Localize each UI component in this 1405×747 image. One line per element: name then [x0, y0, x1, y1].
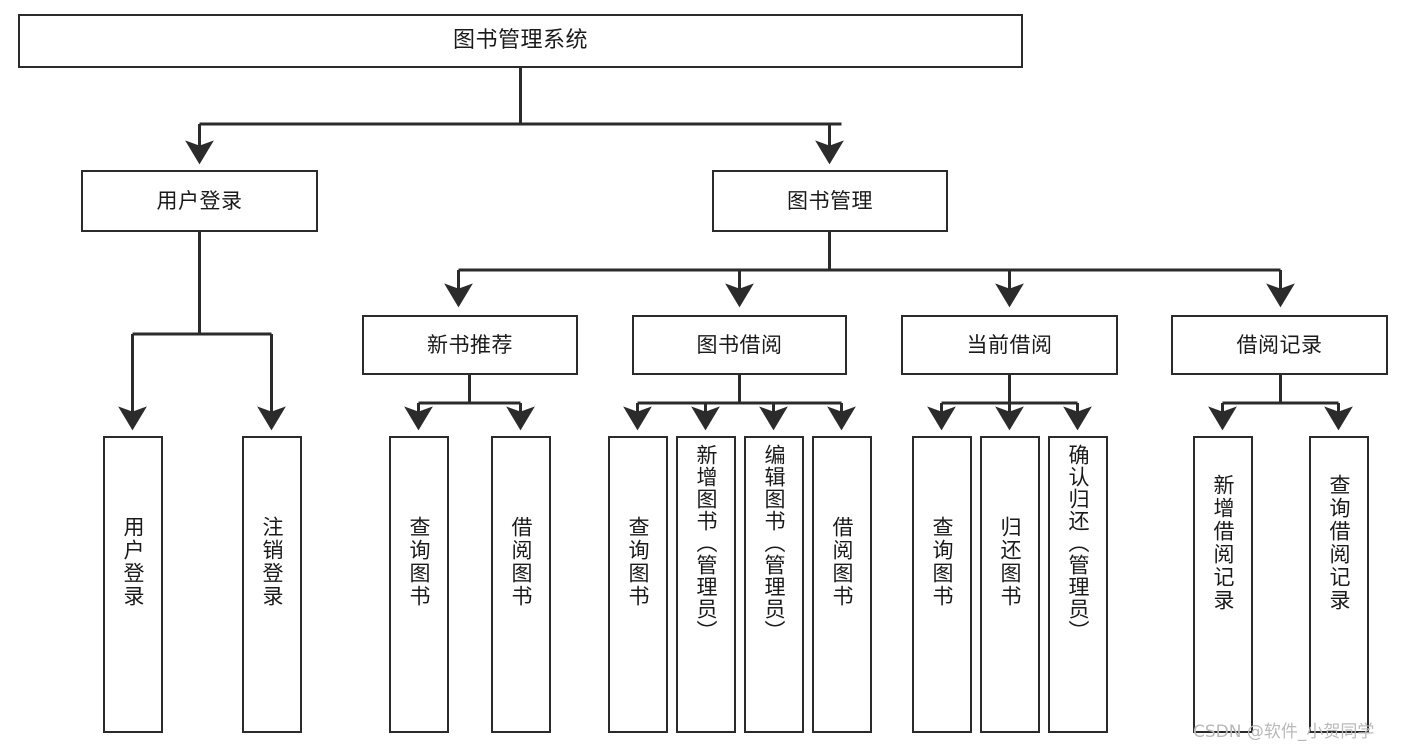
node-label: 查询图书: [407, 516, 432, 608]
leaf-query-book-3[interactable]: 查询图书: [912, 436, 972, 733]
node-label: 确认归还（管理员）: [1066, 444, 1091, 642]
node-label: 图书管理: [787, 188, 873, 213]
leaf-query-record[interactable]: 查询借阅记录: [1309, 436, 1369, 733]
node-user-login[interactable]: 用户登录: [81, 170, 318, 232]
node-label: 新增借阅记录: [1211, 474, 1236, 612]
node-label: 注销登录: [260, 516, 285, 608]
leaf-logout[interactable]: 注销登录: [242, 436, 302, 733]
node-label: 新书推荐: [427, 332, 513, 357]
node-label: 查询借阅记录: [1327, 474, 1352, 612]
node-label: 图书借阅: [696, 332, 783, 357]
node-label: 新增图书（管理员）: [694, 444, 719, 642]
node-label: 借阅记录: [1236, 332, 1323, 357]
node-borrow-record[interactable]: 借阅记录: [1171, 315, 1388, 375]
node-book-borrow[interactable]: 图书借阅: [632, 315, 847, 375]
leaf-borrow-book-1[interactable]: 借阅图书: [491, 436, 551, 733]
node-label: 用户登录: [156, 188, 243, 213]
leaf-edit-book[interactable]: 编辑图书（管理员）: [744, 436, 804, 733]
leaf-confirm-return[interactable]: 确认归还（管理员）: [1048, 436, 1108, 733]
node-new-book-rec[interactable]: 新书推荐: [362, 315, 578, 375]
node-label: 查询图书: [930, 516, 955, 608]
node-current-borrow[interactable]: 当前借阅: [901, 315, 1118, 375]
leaf-query-book-2[interactable]: 查询图书: [608, 436, 668, 733]
leaf-borrow-book-2[interactable]: 借阅图书: [812, 436, 872, 733]
node-label: 归还图书: [998, 516, 1023, 608]
node-label: 借阅图书: [509, 516, 534, 608]
node-label: 借阅图书: [830, 516, 855, 608]
leaf-query-book-1[interactable]: 查询图书: [389, 436, 449, 733]
node-book-manage[interactable]: 图书管理: [712, 170, 948, 232]
node-label: 查询图书: [626, 516, 651, 608]
leaf-return-book[interactable]: 归还图书: [980, 436, 1040, 733]
leaf-user-login[interactable]: 用户登录: [103, 436, 163, 733]
node-label: 编辑图书（管理员）: [762, 444, 787, 642]
leaf-add-book[interactable]: 新增图书（管理员）: [676, 436, 736, 733]
node-label: 当前借阅: [966, 332, 1053, 357]
csdn-watermark: CSDN @软件_小贺同学: [1193, 722, 1375, 742]
leaf-add-record[interactable]: 新增借阅记录: [1193, 436, 1253, 733]
node-label: 用户登录: [121, 516, 146, 608]
node-label: 图书管理系统: [452, 28, 588, 54]
node-root-system[interactable]: 图书管理系统: [18, 14, 1023, 68]
